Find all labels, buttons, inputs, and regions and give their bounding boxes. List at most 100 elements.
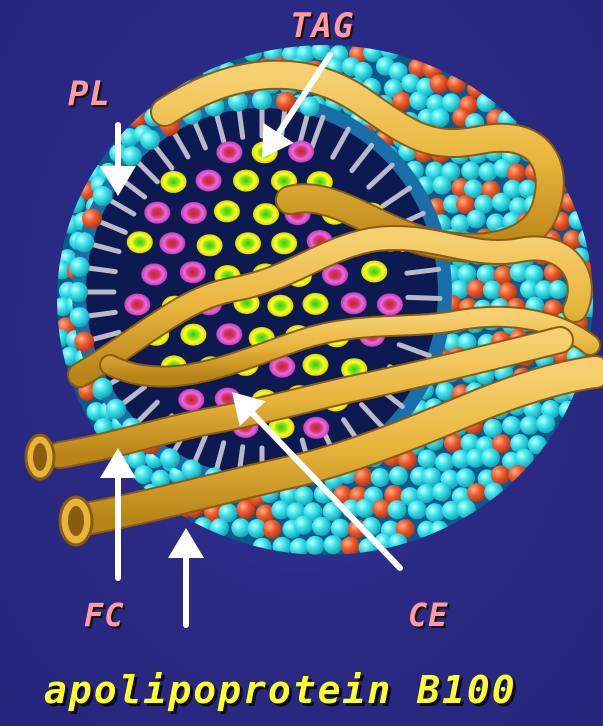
phospholipid-head: [70, 307, 90, 327]
phospholipid-head: [194, 517, 213, 536]
phospholipid-head: [70, 257, 90, 277]
phospholipid-head: [559, 401, 578, 420]
label-fc: FC: [84, 596, 125, 634]
cholesteryl-ester: [377, 293, 403, 315]
phospholipid-head: [578, 229, 597, 248]
phospholipid-head: [294, 516, 313, 535]
apob-arrow-head: [168, 528, 204, 558]
triacylglycerol: [161, 171, 187, 193]
free-cholesterol-head: [467, 483, 486, 502]
triacylglycerol: [361, 261, 387, 283]
phospholipid-head: [68, 282, 88, 302]
free-cholesterol-head: [430, 74, 449, 93]
phospholipid-head: [210, 518, 229, 537]
phospholipid-head: [432, 482, 451, 501]
phospholipid-head: [502, 416, 521, 435]
free-cholesterol-head: [263, 520, 282, 539]
phospholipid-head: [477, 93, 496, 112]
free-cholesterol-head: [236, 500, 255, 519]
phospholipid-head: [160, 448, 180, 468]
cholesteryl-ester: [181, 202, 207, 224]
phospholipid-head: [388, 500, 407, 519]
phospholipid-head: [371, 468, 390, 487]
phospholipid-head: [433, 176, 452, 195]
phospholipid-head: [355, 499, 374, 518]
triacylglycerol: [253, 203, 279, 225]
phospholipid-head: [492, 193, 511, 212]
phospholipid-head: [74, 232, 94, 252]
phospholipid-head: [106, 399, 126, 419]
free-cholesterol-head: [341, 537, 360, 556]
cholesteryl-ester: [159, 232, 185, 254]
phospholipid-head: [273, 537, 292, 556]
cholesteryl-ester: [216, 141, 242, 163]
phospholipid-head: [243, 43, 262, 62]
phospholipid-head: [134, 465, 153, 484]
phospholipid-head: [231, 518, 250, 537]
cholesteryl-ester: [341, 292, 367, 314]
cholesteryl-ester: [141, 263, 167, 285]
triacylglycerol: [180, 324, 206, 346]
phospholipid-head: [435, 453, 454, 472]
phospholipid-head: [93, 186, 113, 206]
phospholipid-head: [426, 503, 445, 522]
cholesteryl-ester: [216, 323, 242, 345]
phospholipid-head: [430, 521, 449, 540]
phospholipid-head: [467, 210, 486, 229]
phospholipid-head: [306, 536, 325, 555]
phospholipid-head: [520, 416, 539, 435]
phospholipid-head: [253, 538, 272, 557]
phospholipid-head: [461, 161, 480, 180]
free-cholesterol-head: [447, 74, 466, 93]
phospholipid-head: [536, 414, 555, 433]
free-cholesterol-head: [508, 465, 527, 484]
free-cholesterol-head: [507, 164, 526, 183]
free-cholesterol-head: [74, 332, 94, 352]
phospholipid-head: [549, 280, 568, 299]
phospholipid-head: [324, 535, 343, 554]
phospholipid-head: [430, 108, 449, 127]
phospholipid-head: [252, 90, 272, 110]
free-cholesterol-head: [128, 109, 147, 128]
label-tag: TAG: [290, 6, 354, 46]
phospholipid-head: [435, 382, 454, 401]
apob-tube-end-upper-hole: [33, 443, 47, 471]
label-pl: PL: [68, 74, 111, 114]
triacylglycerol: [303, 354, 329, 376]
triacylglycerol: [235, 232, 261, 254]
cholesteryl-ester: [288, 141, 314, 163]
triacylglycerol: [233, 170, 259, 192]
phospholipid-head: [418, 450, 437, 469]
phospholipid-head: [484, 483, 503, 502]
phospholipid-head: [481, 448, 500, 467]
phospholipid-head: [93, 378, 113, 398]
apob-arrow: [168, 528, 204, 625]
cholesteryl-ester: [196, 170, 222, 192]
triacylglycerol: [267, 295, 293, 317]
phospholipid-head: [515, 449, 534, 468]
phospholipid-head: [331, 519, 350, 538]
free-cholesterol-head: [82, 209, 102, 229]
phospholipid-head: [66, 194, 85, 213]
triacylglycerol: [197, 234, 223, 256]
triacylglycerol: [271, 232, 297, 254]
phospholipid-head: [312, 517, 331, 536]
phospholipid-head: [389, 466, 408, 485]
phospholipid-head: [408, 500, 427, 519]
cholesteryl-ester: [303, 417, 329, 439]
cholesteryl-ester: [178, 389, 204, 411]
cholesteryl-ester: [124, 294, 150, 316]
label-ce: CE: [408, 596, 449, 634]
phospholipid-head: [122, 146, 142, 166]
phospholipid-head: [569, 211, 588, 230]
cholesteryl-ester: [144, 202, 170, 224]
phospholipid-head: [409, 91, 428, 110]
phospholipid-head: [388, 533, 407, 552]
free-cholesterol-head: [467, 279, 486, 298]
apolipoprotein-title: apolipoprotein B100: [44, 668, 517, 712]
cholesteryl-ester: [180, 261, 206, 283]
triacylglycerol: [303, 293, 329, 315]
phospholipid-tail: [408, 297, 440, 298]
phospholipid-head: [140, 130, 160, 150]
